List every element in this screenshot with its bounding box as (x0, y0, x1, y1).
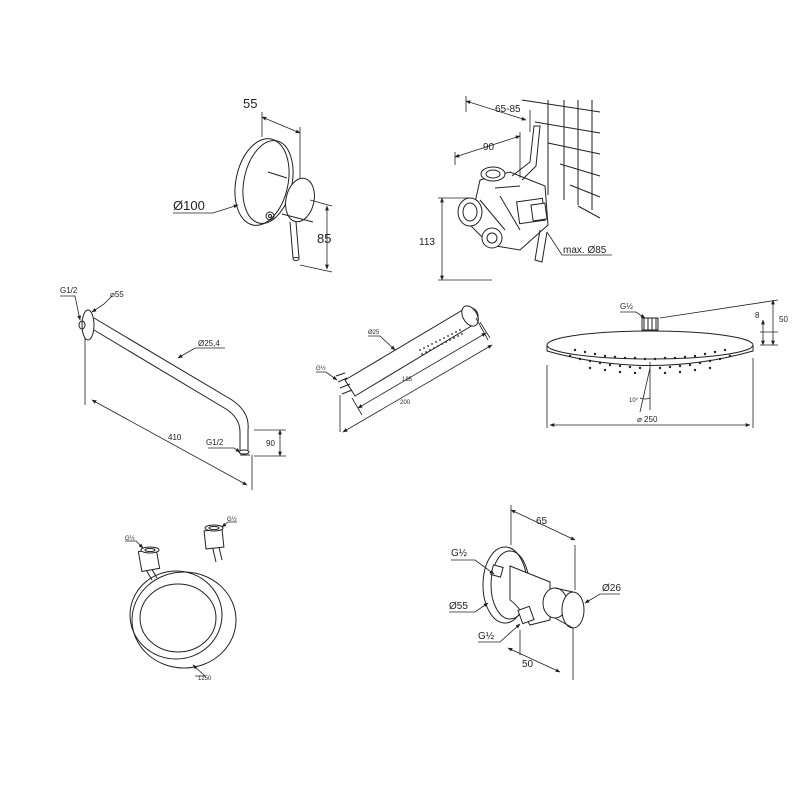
mixer-dim-depth: 55 (243, 96, 257, 111)
hand-shower-thread: G½ (316, 365, 326, 372)
arm-thread-outlet: G1/2 (206, 438, 224, 447)
mixer-valve-drawing: 55 85 Ø100 (173, 96, 333, 273)
shower-arm-drawing: 410 90 G1/2 ⌀55 Ø25,4 G1/2 (60, 286, 286, 490)
mixer-dim-rosette: Ø100 (173, 198, 205, 213)
overhead-angle: 10° (629, 398, 639, 404)
body-dim-height: 113 (419, 237, 435, 248)
overhead-diameter: ⌀ 250 (637, 415, 658, 424)
hand-shower-diameter: Ø25 (368, 330, 380, 336)
outlet-holder: Ø26 (602, 583, 621, 594)
shower-hose-drawing: G½ G½ 1250 (125, 516, 237, 682)
overhead-nozzles (568, 348, 732, 375)
arm-tube: Ø25,4 (198, 339, 220, 348)
body-dim-depth: 90 (483, 142, 495, 153)
body-dim-range: 65-85 (495, 104, 521, 115)
arm-dim-length: 410 (168, 433, 182, 442)
hose-thread-a: G½ (125, 535, 135, 542)
hand-shower-drawing: 185 200 Ø25 G½ (316, 305, 493, 433)
overhead-thread: G½ (620, 302, 633, 311)
overhead-thickness: 8 (755, 311, 760, 320)
outlet-depth: 65 (536, 516, 548, 527)
overhead-shower-drawing: 10° 50 8 ⌀ 250 G½ (546, 299, 788, 428)
body-dim-max: max. Ø85 (563, 245, 607, 256)
mixer-dim-lever: 85 (317, 231, 331, 246)
overhead-height: 50 (779, 315, 788, 324)
hand-shower-total-length: 200 (400, 400, 411, 406)
wall-outlet-drawing: 65 50 Ø26 G½ Ø55 G½ (449, 505, 621, 680)
outlet-offset: 50 (522, 659, 534, 670)
hose-thread-b: G½ (227, 516, 237, 523)
outlet-thread-bottom: G½ (478, 631, 495, 642)
arm-thread-wall: G1/2 (60, 286, 78, 295)
outlet-rosette: Ø55 (449, 601, 468, 612)
arm-dim-drop: 90 (266, 439, 275, 448)
arm-flange: ⌀55 (110, 290, 124, 299)
outlet-thread-top: G½ (451, 548, 468, 559)
hose-length: 1250 (198, 676, 212, 682)
hand-shower-body-length: 185 (402, 377, 413, 383)
valve-body-drawing: 113 90 65-85 max. Ø85 (419, 96, 612, 281)
